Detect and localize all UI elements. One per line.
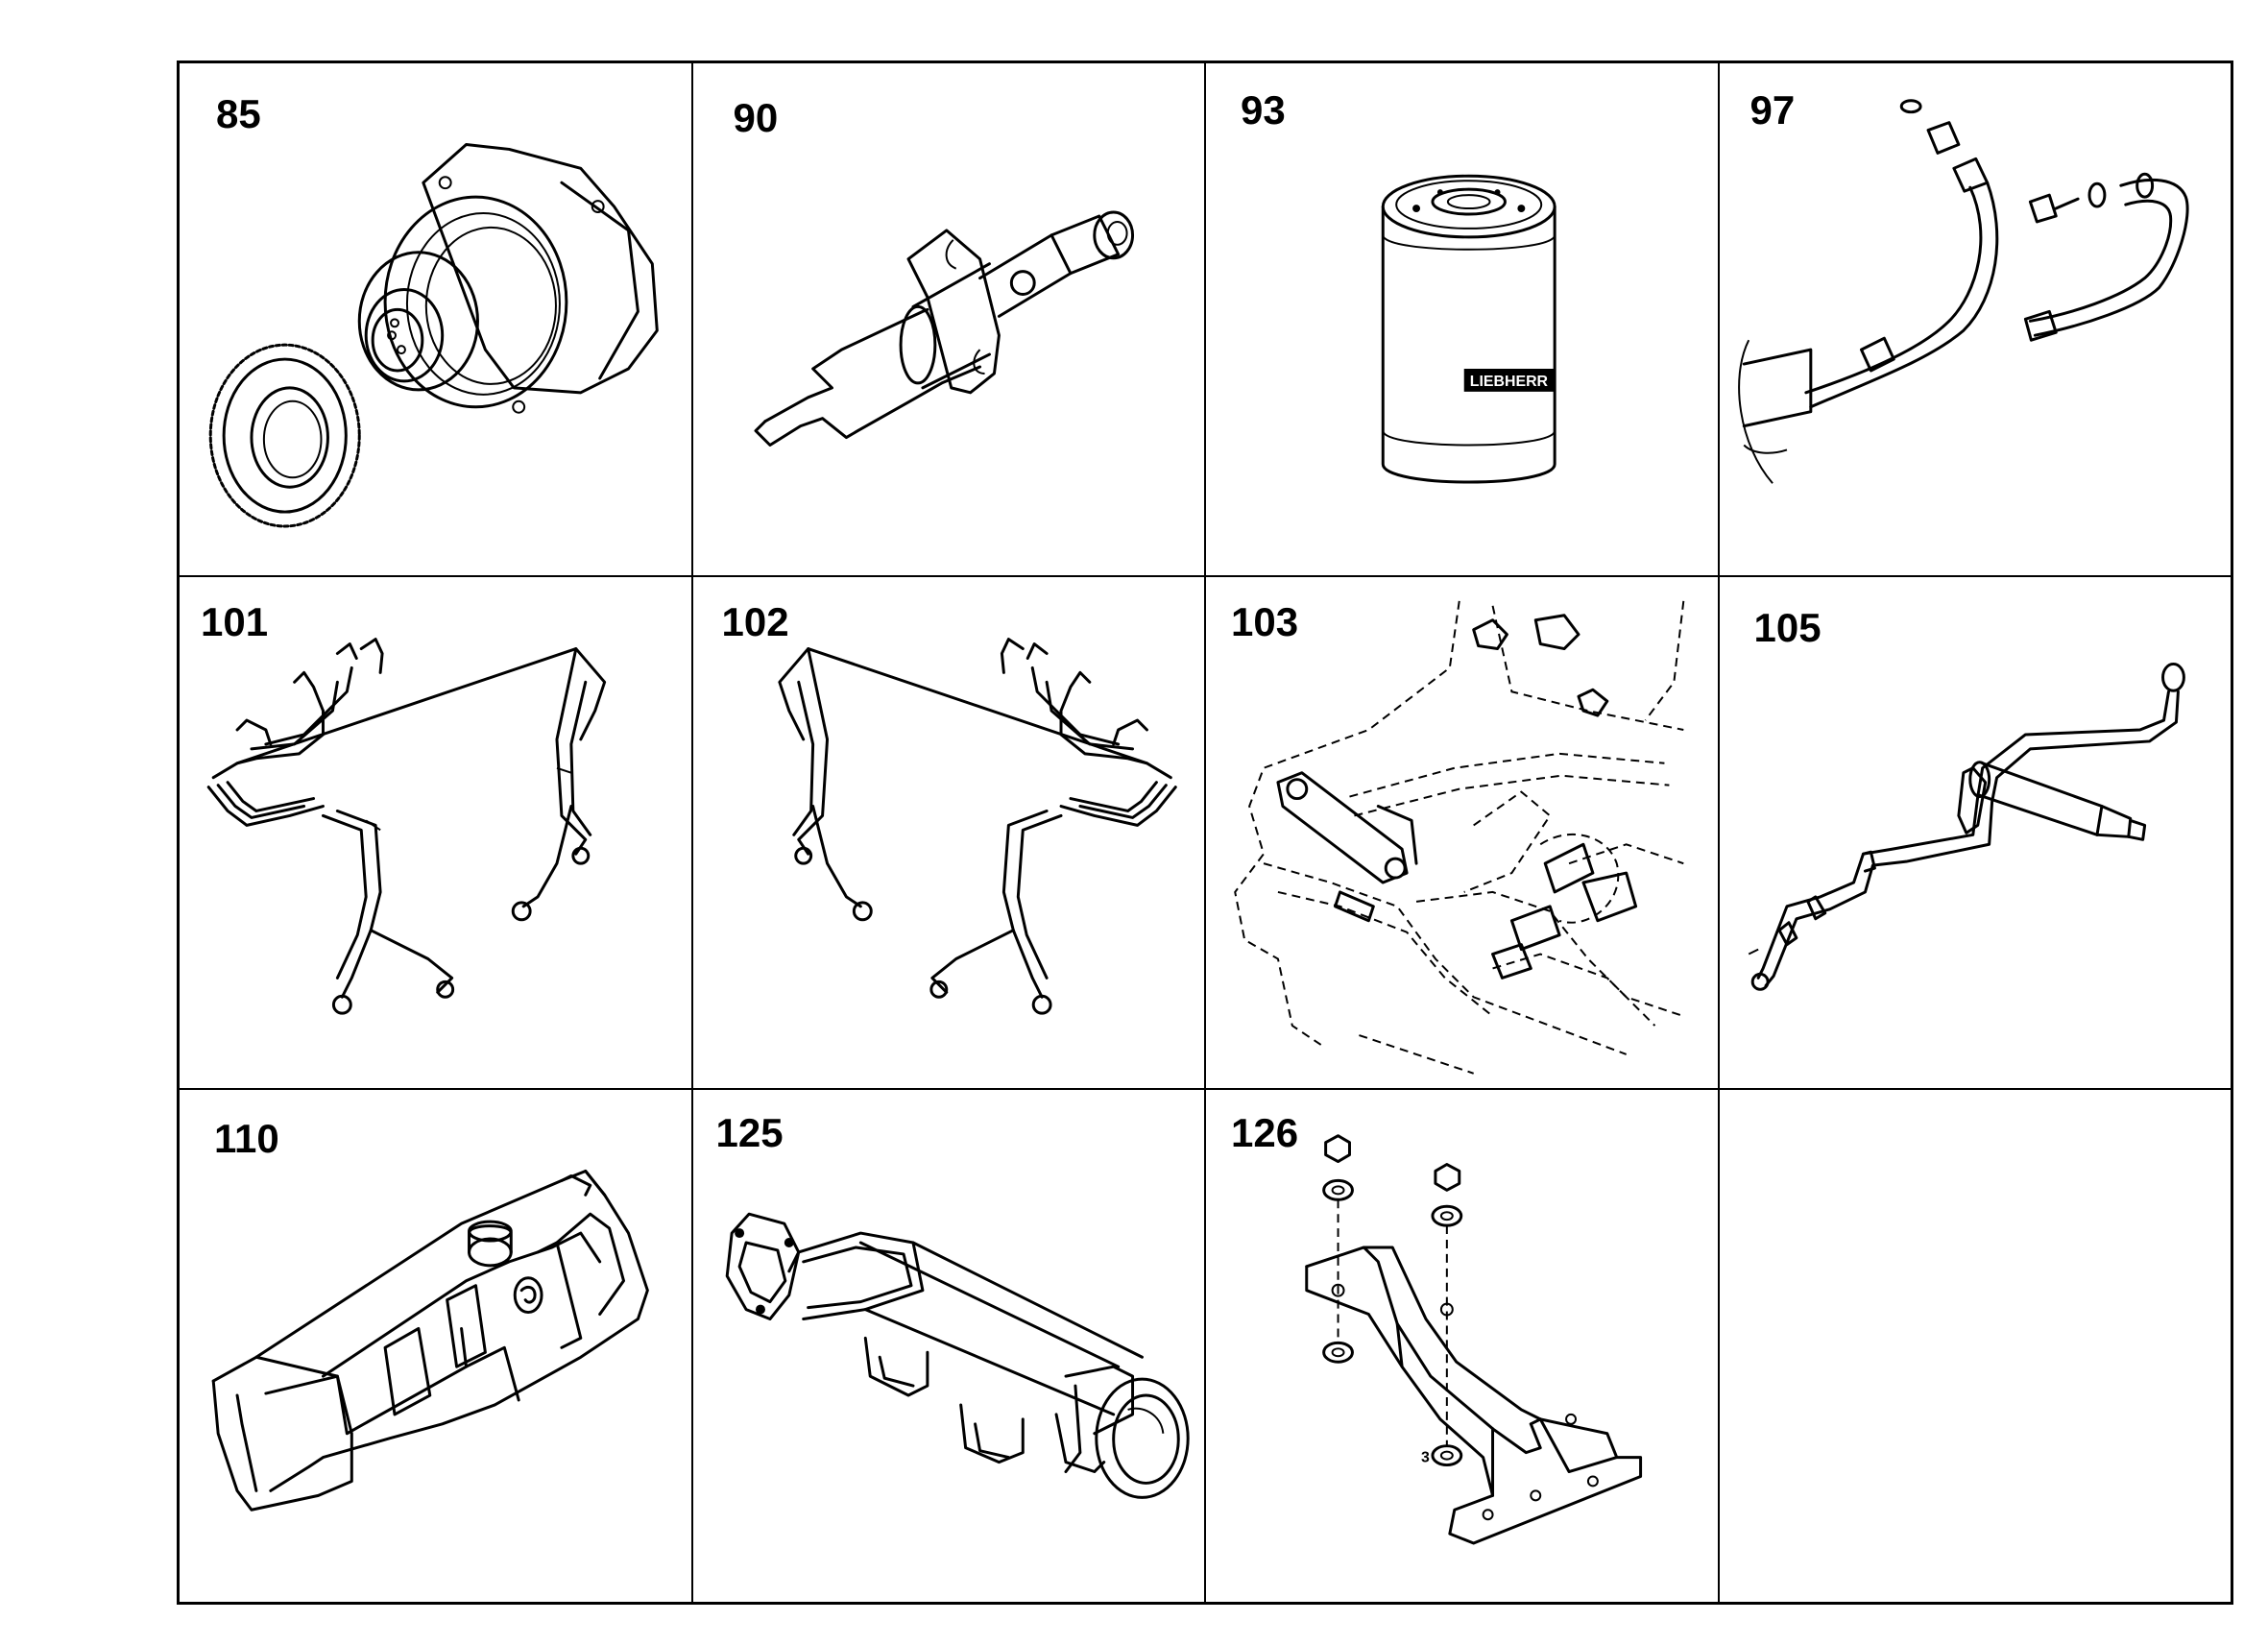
callout-label: 3 bbox=[1421, 1450, 1430, 1466]
part-number-85: 85 bbox=[216, 91, 261, 136]
part-cell-90[interactable]: 90 bbox=[691, 62, 1205, 576]
injection-lines-right-icon bbox=[777, 637, 1177, 1015]
mounting-bracket-icon bbox=[1234, 600, 1685, 1075]
part-cell-125[interactable]: 125 bbox=[691, 1089, 1205, 1603]
part-number-93: 93 bbox=[1241, 87, 1286, 133]
parts-grid: 85 90 bbox=[177, 60, 2233, 1605]
oil-filter-icon: LIEBHERR bbox=[1381, 174, 1556, 484]
part-number-126: 126 bbox=[1231, 1110, 1299, 1156]
support-bracket-icon: 3 bbox=[1305, 1134, 1643, 1545]
gear-pump-icon bbox=[208, 142, 659, 528]
part-number-97: 97 bbox=[1749, 87, 1796, 133]
part-number-110: 110 bbox=[214, 1116, 279, 1162]
part-number-105: 105 bbox=[1753, 604, 1822, 650]
part-cell-empty bbox=[1718, 1089, 2232, 1603]
part-cell-103[interactable]: 103 bbox=[1205, 575, 1719, 1090]
manifold-icon bbox=[211, 1170, 649, 1512]
nozzle-line-icon bbox=[1748, 662, 2185, 991]
hose-lines-icon bbox=[1737, 99, 2189, 484]
part-cell-105[interactable]: 105 bbox=[1718, 575, 2232, 1090]
egr-cooler-icon bbox=[725, 1213, 1190, 1500]
part-cell-110[interactable]: 110 bbox=[179, 1089, 692, 1603]
part-number-101: 101 bbox=[201, 598, 269, 644]
injector-icon bbox=[754, 210, 1134, 447]
filter-brand-text: LIEBHERR bbox=[1470, 374, 1549, 390]
part-cell-97[interactable]: 97 bbox=[1718, 62, 2232, 576]
part-number-103: 103 bbox=[1231, 598, 1299, 644]
injection-lines-left-icon bbox=[206, 637, 607, 1015]
part-cell-93[interactable]: 93 LIEBHERR bbox=[1205, 62, 1719, 576]
part-number-102: 102 bbox=[721, 598, 789, 644]
part-cell-102[interactable]: 102 bbox=[691, 575, 1205, 1090]
part-cell-126[interactable]: 126 bbox=[1205, 1089, 1719, 1603]
part-number-90: 90 bbox=[733, 95, 779, 140]
part-cell-101[interactable]: 101 bbox=[179, 575, 692, 1090]
part-number-125: 125 bbox=[715, 1110, 784, 1156]
part-cell-85[interactable]: 85 bbox=[179, 62, 692, 576]
